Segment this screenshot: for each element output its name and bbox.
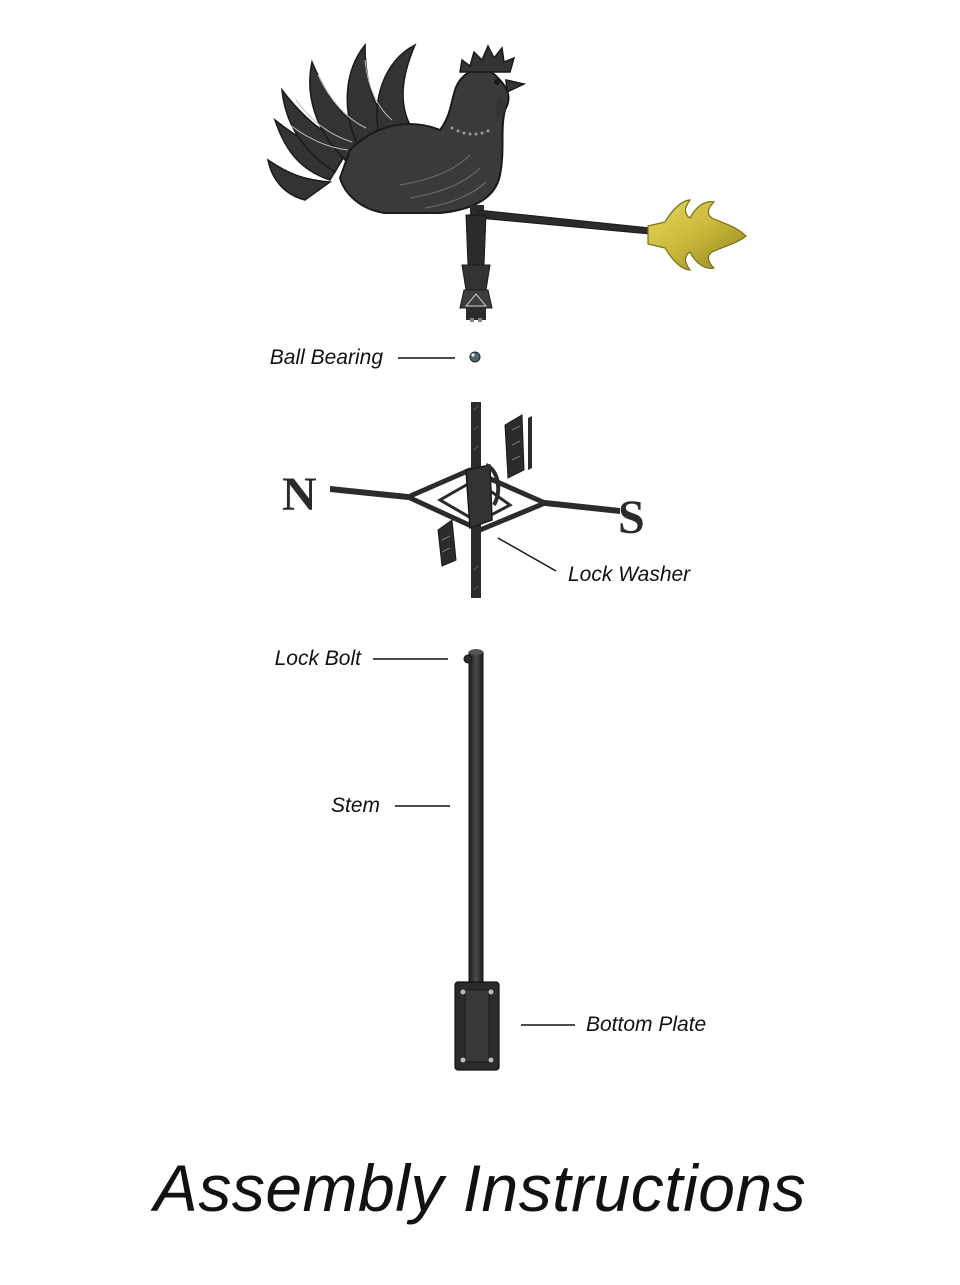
stem bbox=[373, 649, 484, 993]
lock-bolt bbox=[463, 654, 473, 664]
arrow-shaft bbox=[477, 209, 651, 235]
stem-label: Stem bbox=[330, 794, 380, 817]
bottom-plate bbox=[454, 981, 575, 1071]
north-letter: N bbox=[282, 468, 317, 521]
rooster-icon bbox=[266, 42, 527, 225]
lock-washer-leader-line bbox=[497, 537, 557, 572]
lock-bolt-label: Lock Bolt bbox=[274, 647, 361, 670]
south-letter: S bbox=[618, 491, 645, 544]
bottom-plate-label: Bottom Plate bbox=[586, 1013, 707, 1036]
rooster-body bbox=[338, 68, 510, 214]
page-title: Assembly Instructions bbox=[153, 1151, 807, 1225]
lock-washer-label: Lock Washer bbox=[568, 563, 691, 586]
fleur-de-lis-icon bbox=[647, 199, 747, 271]
ball-bearing bbox=[398, 351, 481, 363]
ball-bearing-label: Ball Bearing bbox=[269, 346, 383, 369]
spindle-housing bbox=[459, 214, 493, 322]
directional-assembly bbox=[330, 402, 620, 598]
